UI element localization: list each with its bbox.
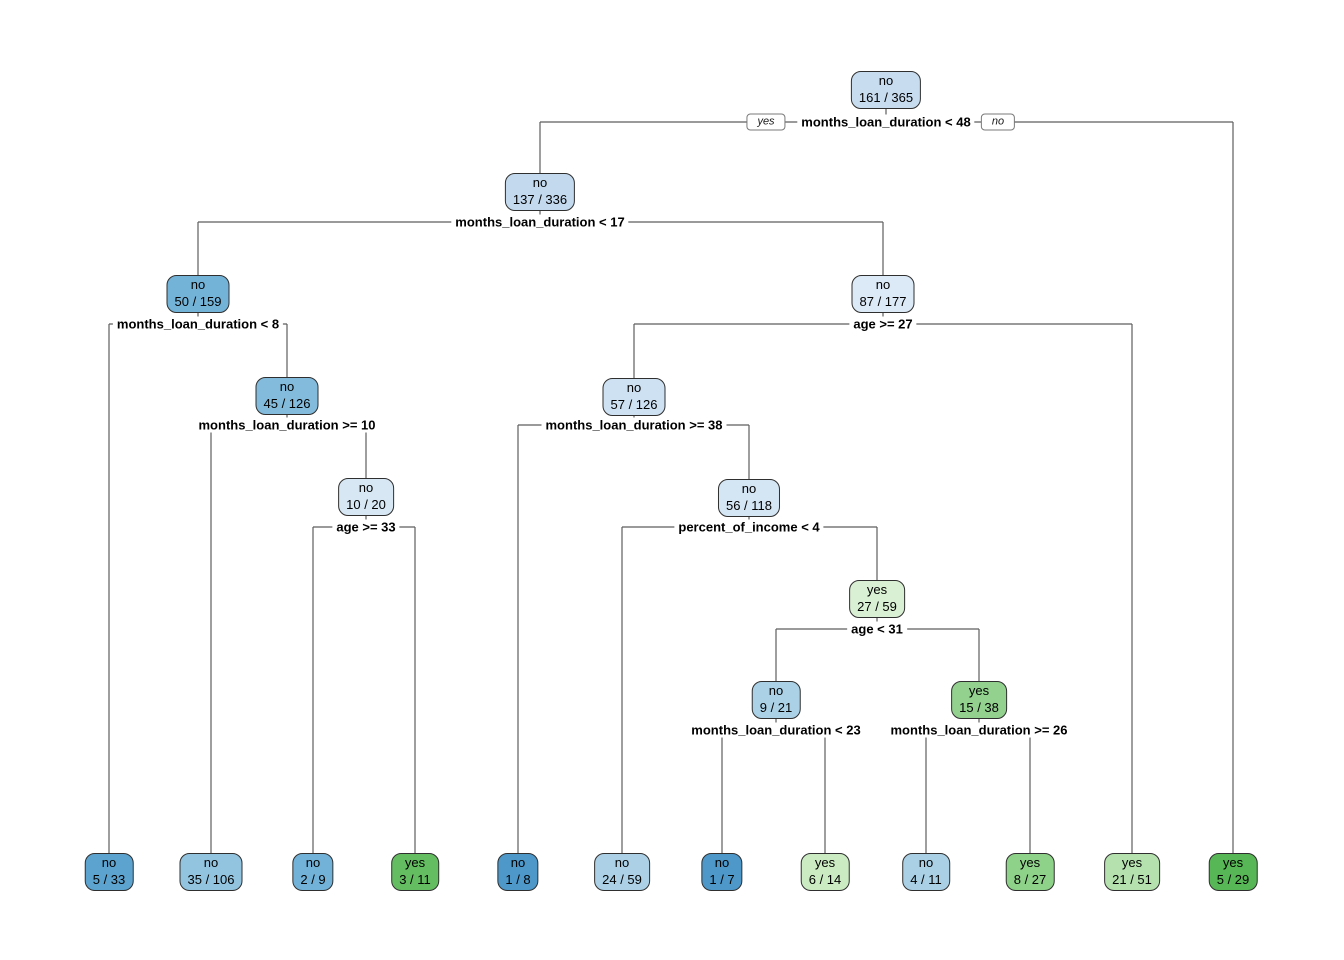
node-count: 45 / 126 — [263, 395, 311, 411]
node-count: 1 / 7 — [709, 871, 735, 887]
node-class-label: no — [626, 380, 642, 395]
node-class-label: no — [532, 175, 548, 190]
edge-label-yes: yes — [746, 113, 786, 131]
node-count: 8 / 27 — [1013, 871, 1047, 887]
split-label-s11: months_loan_duration >= 26 — [886, 722, 1072, 738]
node-class-label: yes — [1019, 855, 1041, 870]
split-label-s1: months_loan_duration < 48 — [797, 114, 975, 130]
split-label-s9: age < 31 — [847, 621, 907, 637]
node-class-label: no — [768, 683, 784, 698]
node-count: 87 / 177 — [859, 293, 907, 309]
node-class-label: yes — [866, 582, 888, 597]
node-class-label: no — [279, 379, 295, 394]
node-count: 137 / 336 — [512, 191, 568, 207]
node-class-label: yes — [968, 683, 990, 698]
node-class-label: no — [918, 855, 934, 870]
node-count: 24 / 59 — [602, 871, 642, 887]
node-count: 10 / 20 — [346, 496, 386, 512]
node-class-label: no — [203, 855, 219, 870]
node-class-label: no — [510, 855, 526, 870]
node-count: 2 / 9 — [300, 871, 326, 887]
split-label-s8: percent_of_income < 4 — [674, 519, 824, 535]
node-class-label: yes — [1222, 855, 1244, 870]
node-class-label: no — [878, 73, 894, 88]
node-class-label: yes — [1121, 855, 1143, 870]
node-count: 50 / 159 — [174, 293, 222, 309]
node-class-label: yes — [404, 855, 426, 870]
split-label-s2: months_loan_duration < 17 — [451, 214, 629, 230]
node-count: 56 / 118 — [725, 497, 773, 513]
node-count: 5 / 33 — [92, 871, 126, 887]
node-class-label: no — [305, 855, 321, 870]
node-class-label: no — [101, 855, 117, 870]
node-class-label: no — [741, 481, 757, 496]
node-class-label: no — [358, 480, 374, 495]
split-label-s6: age >= 27 — [849, 316, 917, 332]
split-label-s3: months_loan_duration < 8 — [112, 316, 284, 332]
node-count: 4 / 11 — [910, 871, 942, 887]
split-label-s4: months_loan_duration >= 10 — [194, 417, 380, 433]
node-class-label: no — [614, 855, 630, 870]
node-count: 57 / 126 — [610, 396, 658, 412]
node-class-label: no — [714, 855, 730, 870]
node-count: 21 / 51 — [1112, 871, 1152, 887]
split-label-s5: age >= 33 — [332, 519, 400, 535]
node-count: 9 / 21 — [759, 699, 793, 715]
edge-label-no: no — [980, 113, 1016, 131]
node-count: 1 / 8 — [505, 871, 531, 887]
split-label-s7: months_loan_duration >= 38 — [541, 417, 727, 433]
node-class-label: yes — [814, 855, 836, 870]
node-count: 3 / 11 — [399, 871, 431, 887]
node-count: 161 / 365 — [858, 89, 914, 105]
node-count: 5 / 29 — [1216, 871, 1250, 887]
node-class-label: no — [875, 277, 891, 292]
split-label-s10: months_loan_duration < 23 — [687, 722, 865, 738]
node-count: 35 / 106 — [187, 871, 235, 887]
node-count: 27 / 59 — [857, 598, 897, 614]
node-count: 15 / 38 — [959, 699, 999, 715]
node-class-label: no — [190, 277, 206, 292]
node-count: 6 / 14 — [808, 871, 842, 887]
